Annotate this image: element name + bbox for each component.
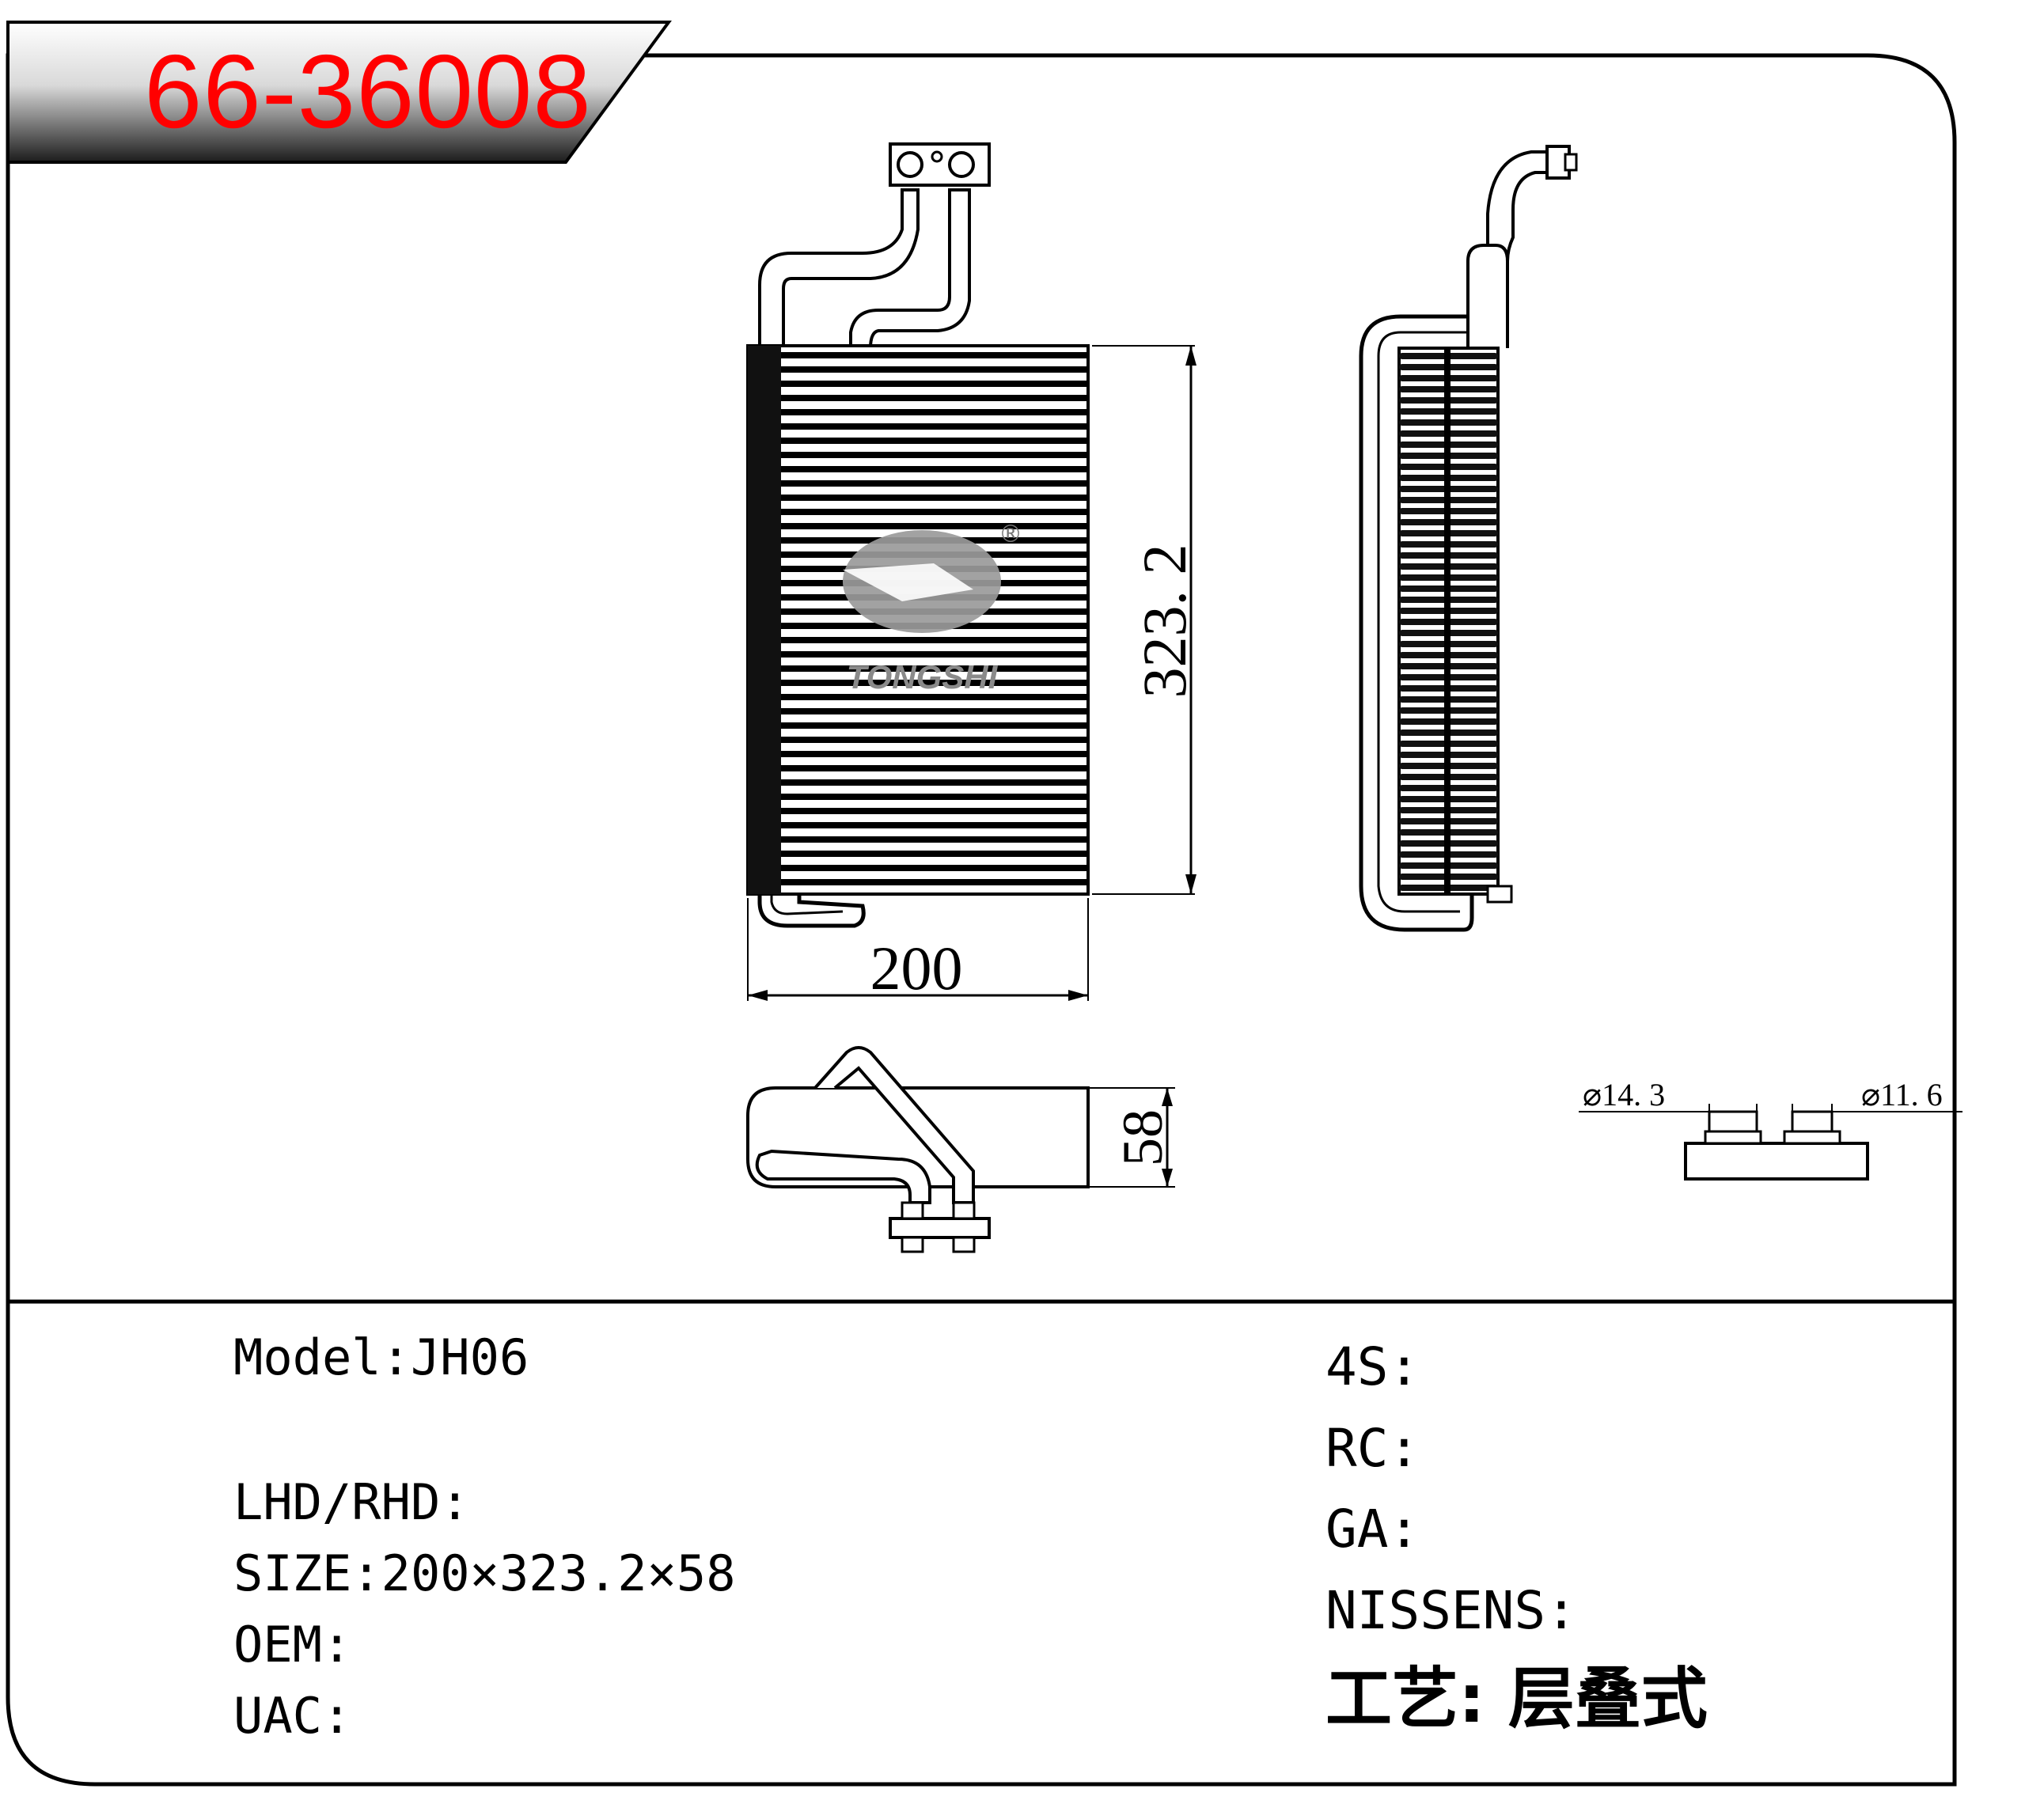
flange-port-2 — [948, 151, 975, 178]
front-fin — [748, 779, 1088, 786]
dim-arrow-right — [1068, 990, 1088, 1001]
front-fin — [748, 651, 1088, 658]
front-fin — [748, 352, 1088, 358]
spec-lhd-rhd: LHD/RHD: — [233, 1473, 470, 1531]
top-flange — [889, 1217, 991, 1239]
dim-arrow-depth-top — [1162, 1088, 1173, 1106]
front-fin — [748, 366, 1088, 373]
brand-logo: ® TONGSHI — [843, 521, 1022, 695]
front-fin — [748, 523, 1088, 529]
front-fin — [748, 765, 1088, 771]
side-bypass-pipe — [1359, 314, 1474, 932]
side-pipe-lower — [1466, 244, 1509, 348]
top-port-right — [952, 1236, 976, 1253]
connector-pad-right — [1783, 1130, 1841, 1145]
connector-pad-left — [1704, 1130, 1762, 1145]
dim-depth-label: 58 — [1111, 1109, 1174, 1166]
dim-width-label: 200 — [870, 934, 963, 1002]
front-fin — [748, 466, 1088, 472]
dim-arrow-left — [748, 990, 768, 1001]
front-fin — [748, 737, 1088, 743]
top-flange-bolt-right — [952, 1201, 976, 1220]
front-fin — [748, 495, 1088, 501]
front-header-tank — [748, 346, 781, 894]
dim-arrow-bottom — [1185, 874, 1196, 894]
spec-model: Model:JH06 — [233, 1328, 529, 1386]
top-view: 58 — [746, 1046, 1175, 1253]
front-fin — [748, 722, 1088, 729]
logo-brand-text: TONGSHI — [847, 658, 999, 695]
front-fin — [748, 808, 1088, 814]
header-banner — [6, 21, 672, 164]
top-port-left — [901, 1236, 924, 1253]
spec-uac: UAC: — [233, 1687, 352, 1745]
connector-stub-right — [1791, 1110, 1834, 1133]
spec-rc: RC: — [1325, 1418, 1420, 1479]
front-fin — [748, 694, 1088, 700]
model-code: 66-36008 — [144, 33, 592, 150]
dim-arrow-top — [1185, 346, 1196, 366]
front-fin — [748, 509, 1088, 515]
front-dimensions: 323. 2 200 — [747, 345, 1199, 1002]
front-fin — [748, 708, 1088, 714]
front-pipe-right — [849, 188, 971, 350]
outer-frame — [6, 53, 1957, 1787]
flange-port-1 — [897, 151, 923, 178]
connector-view: ⌀14. 3 ⌀11. 6 — [1579, 1077, 1962, 1181]
top-horizontal-pipe — [755, 1149, 931, 1204]
front-fin — [748, 822, 1088, 828]
spec-ga: GA: — [1325, 1499, 1420, 1560]
side-core-divider — [1444, 348, 1451, 894]
front-return-pipe-inner — [770, 894, 844, 915]
side-view — [1359, 145, 1578, 932]
dim-arrow-depth-bottom — [1162, 1169, 1173, 1187]
front-fin — [748, 851, 1088, 857]
front-fin — [748, 381, 1088, 387]
inlet-diameter-label: ⌀14. 3 — [1583, 1077, 1665, 1112]
side-bottom-tab — [1486, 885, 1513, 904]
front-fin — [748, 637, 1088, 643]
front-fin — [748, 423, 1088, 430]
spec-oem: OEM: — [233, 1616, 352, 1673]
spec-nissens: NISSENS: — [1325, 1580, 1577, 1641]
front-fin — [748, 794, 1088, 800]
front-fin — [748, 879, 1088, 885]
front-return-pipe — [757, 894, 866, 928]
top-diagonal-pipe — [813, 1046, 975, 1204]
outlet-diameter-label: ⌀11. 6 — [1861, 1077, 1943, 1112]
front-fin — [748, 409, 1088, 415]
spec-size: SIZE:200×323.2×58 — [233, 1544, 736, 1602]
side-fitting-cap — [1564, 153, 1578, 172]
connector-stub-left — [1708, 1110, 1758, 1133]
flange-bolt — [931, 150, 943, 163]
front-fin — [748, 452, 1088, 458]
connector-base — [1684, 1142, 1869, 1181]
front-fin — [748, 480, 1088, 487]
logo-registered-mark: ® — [999, 521, 1022, 548]
front-pipe-left — [758, 188, 920, 350]
front-fin — [748, 665, 1088, 672]
front-fin — [748, 438, 1088, 444]
spec-4s: 4S: — [1325, 1336, 1420, 1397]
dim-height-label: 323. 2 — [1130, 544, 1199, 699]
front-fin — [748, 680, 1088, 686]
logo-notch — [843, 563, 973, 601]
front-fin — [748, 395, 1088, 401]
front-fin — [748, 865, 1088, 871]
side-bypass-pipe-inner — [1377, 331, 1468, 913]
top-flange-bolt-left — [901, 1201, 924, 1220]
spec-process: 工艺: 层叠式 — [1325, 1660, 1708, 1738]
front-fin — [748, 836, 1088, 843]
front-fin — [748, 751, 1088, 757]
